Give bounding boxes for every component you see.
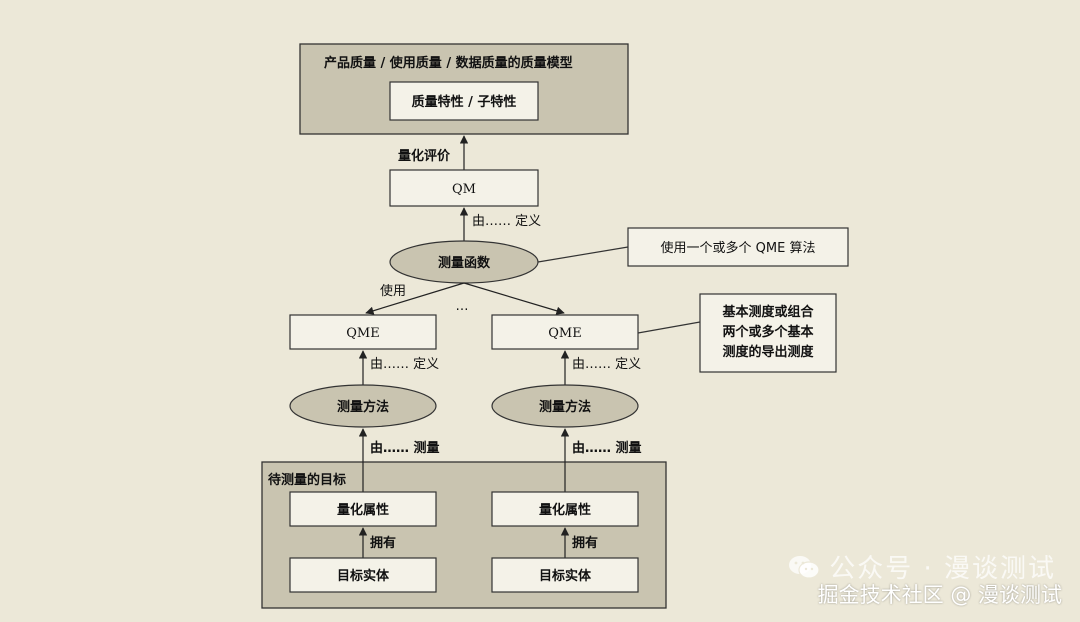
watermark-wechat: 公众号 · 漫谈测试: [787, 548, 1056, 585]
defined-by-top-label: 由…… 定义: [472, 214, 541, 229]
measurement-method-left-label: 测量方法: [337, 399, 389, 415]
qme-left-label: QME: [346, 326, 379, 341]
wechat-icon: [787, 554, 821, 580]
uses-label: 使用: [380, 283, 406, 299]
measured-by-left-label: 由…… 测量: [370, 440, 440, 456]
callout-top-label: 使用一个或多个 QME 算法: [661, 240, 816, 256]
defined-by-right-label: 由…… 定义: [572, 357, 641, 372]
measurement-method-left-ellipse: [289, 384, 437, 428]
has-right-label: 拥有: [572, 535, 598, 551]
quant-attr-left-label: 量化属性: [337, 502, 389, 518]
entity-left-label: 目标实体: [337, 568, 390, 584]
callout-right-connector: [637, 321, 701, 334]
target-label: 待测量的目标: [267, 472, 346, 488]
entity-left-box: [289, 557, 437, 593]
watermark-top-text: 公众号 · 漫谈测试: [829, 554, 1056, 584]
callout-right-line-1: 基本测度或组合: [721, 304, 814, 320]
has-left-label: 拥有: [370, 535, 396, 551]
qme-left-box: [289, 314, 437, 350]
qme-right-box: [491, 314, 639, 350]
callout-top-connector: [537, 246, 629, 263]
quantitative-evaluation-label: 量化评价: [398, 148, 451, 164]
quality-characteristic-box: [389, 81, 539, 121]
qm-label: QM: [452, 182, 476, 197]
qm-box: [389, 169, 539, 207]
quality-model-label: 产品质量 / 使用质量 / 数据质量的质量模型: [324, 55, 573, 71]
defined-by-left-label: 由…… 定义: [370, 357, 439, 372]
quant-attr-right-box: [491, 491, 639, 527]
callout-right-line-2: 两个或多个基本: [722, 324, 813, 340]
arrow-function-to-qme-left: [365, 282, 465, 315]
measurement-function-label: 测量函数: [438, 255, 491, 271]
quant-attr-left-box: [289, 491, 437, 527]
callout-right-box: [699, 293, 837, 373]
measurement-method-right-ellipse: [491, 384, 639, 428]
callout-right-line-3: 测度的导出测度: [722, 344, 814, 360]
entity-right-box: [491, 557, 639, 593]
quant-attr-right-label: 量化属性: [539, 502, 591, 518]
qme-right-label: QME: [548, 326, 581, 341]
quality-characteristic-label: 质量特性 / 子特性: [412, 94, 517, 110]
arrow-function-to-qme-right: [463, 282, 565, 315]
ellipsis-label: …: [456, 299, 469, 314]
measured-by-right-label: 由…… 测量: [572, 440, 642, 456]
measurement-method-right-label: 测量方法: [539, 399, 591, 415]
entity-right-label: 目标实体: [539, 568, 592, 584]
callout-top-box: [627, 227, 849, 267]
watermark-juejin: 掘金技术社区 @ 漫谈测试: [817, 583, 1062, 607]
